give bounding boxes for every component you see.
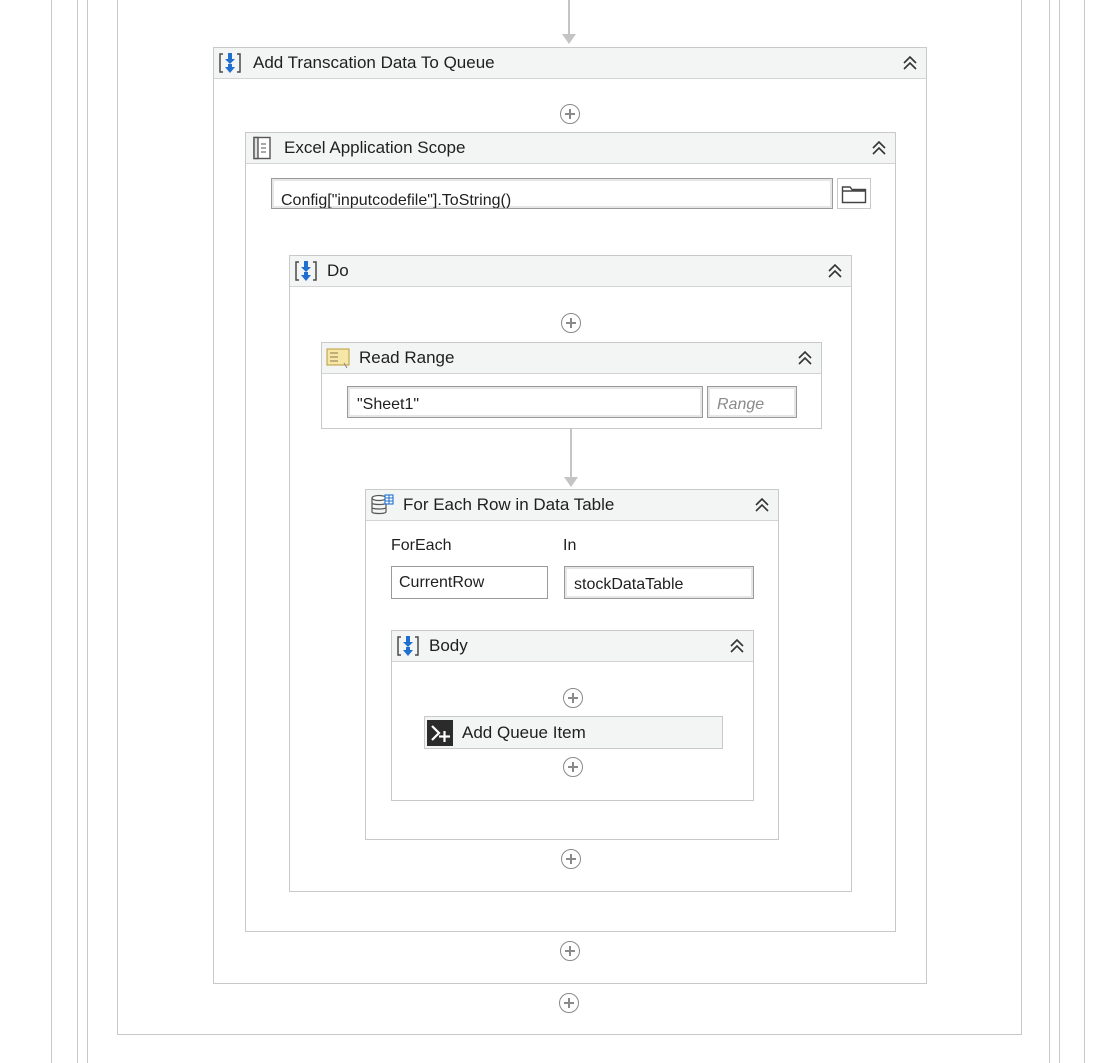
collapse-up-icon[interactable] <box>825 260 845 282</box>
sequence-icon <box>217 50 243 76</box>
outer-sequence-frame <box>117 0 1022 1035</box>
sequence-header[interactable]: Add Transcation Data To Queue <box>214 48 926 79</box>
collapse-up-icon[interactable] <box>795 347 815 369</box>
collapse-up-icon[interactable] <box>727 635 747 657</box>
connector-arrow-icon <box>562 34 576 44</box>
sheet-name-input[interactable]: "Sheet1" <box>347 386 703 418</box>
collapse-up-icon[interactable] <box>900 52 920 74</box>
canvas-frame-line <box>1049 0 1050 1063</box>
plus-circle-icon[interactable] <box>561 849 581 869</box>
do-header[interactable]: Do <box>290 256 851 287</box>
plus-circle-icon[interactable] <box>559 993 579 1013</box>
canvas-frame-line <box>77 0 78 1063</box>
add-queue-item-activity[interactable]: Add Queue Item <box>424 716 723 749</box>
body-header[interactable]: Body <box>392 631 753 662</box>
do-title: Do <box>327 261 349 280</box>
canvas-frame-line <box>51 0 52 1063</box>
canvas-frame-line <box>87 0 88 1063</box>
excel-scope-header[interactable]: Excel Application Scope <box>246 133 895 164</box>
for-each-row-title: For Each Row in Data Table <box>403 495 615 514</box>
connector-line <box>568 0 570 34</box>
sequence-icon <box>395 633 421 659</box>
add-queue-item-icon <box>427 719 453 746</box>
collapse-up-icon[interactable] <box>869 137 889 159</box>
excel-scope-title: Excel Application Scope <box>284 138 466 157</box>
sequence-icon <box>293 258 319 284</box>
body-title: Body <box>429 636 468 655</box>
foreach-label: ForEach <box>391 537 452 554</box>
read-range-header[interactable]: Read Range <box>322 343 821 374</box>
in-label: In <box>563 537 577 554</box>
foreach-variable-input[interactable]: CurrentRow <box>391 566 548 599</box>
workbook-path-input[interactable]: Config["inputcodefile"].ToString() <box>271 178 833 209</box>
plus-circle-icon[interactable] <box>560 941 580 961</box>
plus-circle-icon[interactable] <box>563 757 583 777</box>
plus-circle-icon[interactable] <box>561 313 581 333</box>
connector-line <box>570 429 572 477</box>
collapse-up-icon[interactable] <box>752 494 772 516</box>
data-table-icon <box>369 492 395 518</box>
connector-arrow-icon <box>564 477 578 487</box>
for-each-row-header[interactable]: For Each Row in Data Table <box>366 490 778 521</box>
in-datatable-input[interactable]: stockDataTable <box>564 566 754 599</box>
excel-scope-icon <box>249 135 275 161</box>
plus-circle-icon[interactable] <box>563 688 583 708</box>
folder-icon[interactable] <box>837 178 871 209</box>
read-range-title: Read Range <box>359 348 455 367</box>
range-input[interactable]: Range <box>707 386 797 418</box>
canvas-frame-line <box>1084 0 1085 1063</box>
read-range-icon <box>325 345 351 371</box>
plus-circle-icon[interactable] <box>560 104 580 124</box>
canvas-frame-line <box>1059 0 1060 1063</box>
sequence-title: Add Transcation Data To Queue <box>253 53 495 72</box>
add-queue-item-title: Add Queue Item <box>462 722 586 742</box>
